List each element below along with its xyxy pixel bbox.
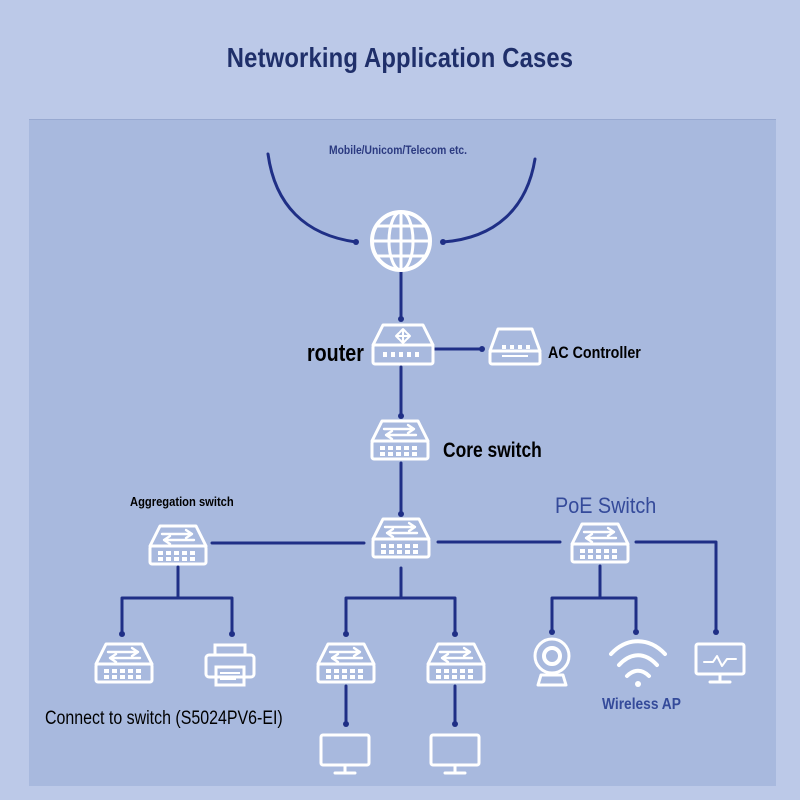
camera-icon [533,637,571,687]
printer-icon [204,643,256,687]
access-switch-icon [94,642,154,684]
distribution-switch-icon [371,517,431,559]
access-switch-icon [426,642,486,684]
wireless-ap-label: Wireless AP [602,696,681,713]
connection-endpoints [119,239,719,727]
ac-controller-icon [488,327,542,366]
poe-switch-label: PoE Switch [555,493,657,518]
aggregation-switch-label: Aggregation switch [130,494,234,509]
core-switch-icon [370,419,430,461]
ac-controller-label: AC Controller [548,343,641,362]
connection-lines [120,152,718,726]
carrier-label: Mobile/Unicom/Telecom etc. [329,143,468,157]
page-title: Networking Application Cases [226,42,574,73]
poe-switch-icon [570,522,630,564]
connect-to-switch-label: Connect to switch (S5024PV6-EI) [45,708,283,729]
monitor-icon [694,642,746,684]
globe-icon [370,210,432,272]
monitor-icon [319,733,371,775]
aggregation-switch-icon [148,524,208,566]
monitor-icon [429,733,481,775]
access-switch-icon [316,642,376,684]
router-label: router [307,340,364,367]
router-icon [371,323,435,366]
core-switch-label: Core switch [443,439,542,462]
wireless-icon [609,639,667,687]
